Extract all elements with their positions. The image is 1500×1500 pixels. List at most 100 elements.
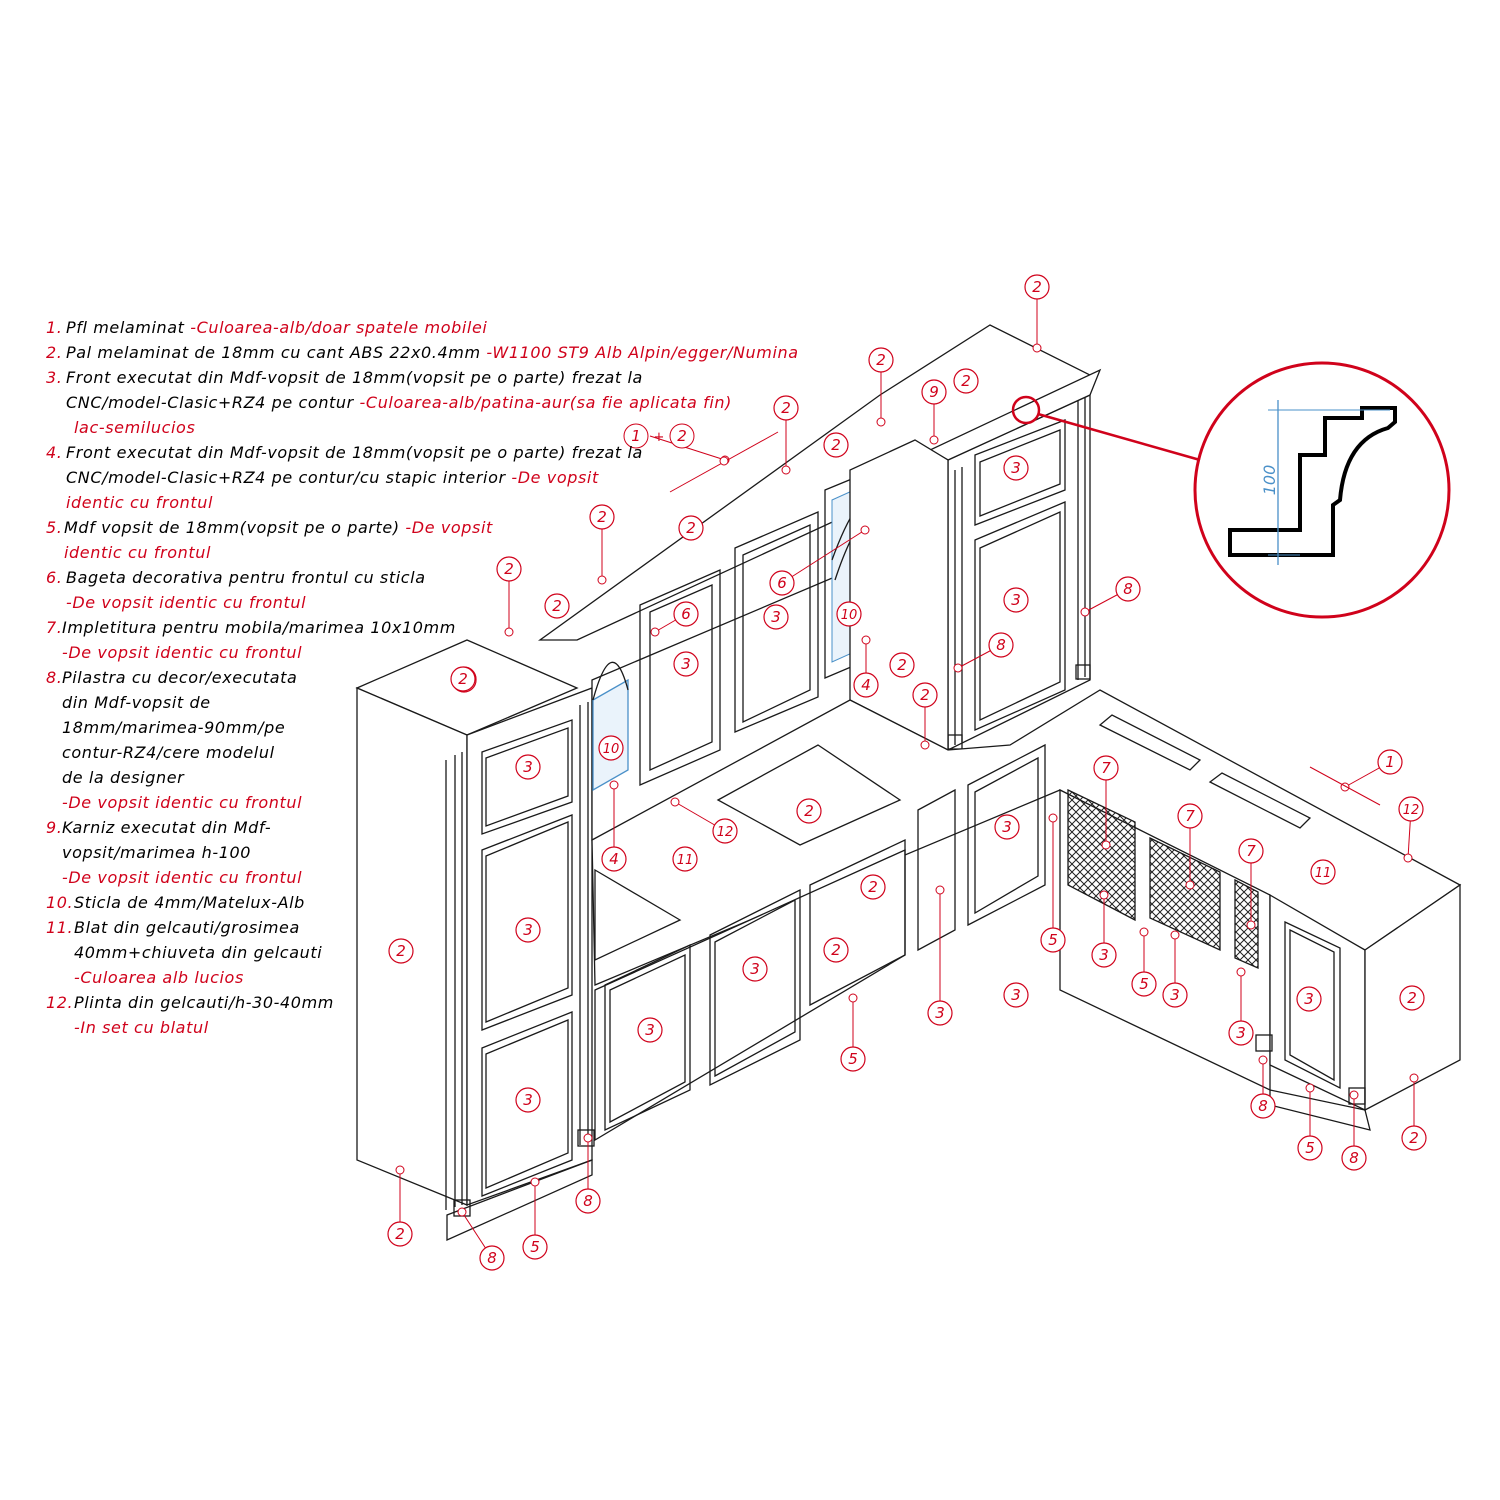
callout-anchor: [650, 627, 660, 637]
callout-bubble: [1131, 971, 1157, 997]
legend-text: Pilastra cu decor/executata: [62, 668, 298, 687]
legend-line: Sticla de 4mm/Matelux-Alb: [74, 893, 305, 912]
legend-line: -De vopsit identic cu frontul: [62, 793, 302, 812]
callout-bubble: [1398, 796, 1424, 822]
callout-number: 4: [861, 676, 871, 694]
callout-anchor: [597, 575, 607, 585]
callout-number: 5: [1305, 1139, 1315, 1157]
legend-number: 4.: [46, 443, 63, 462]
legend-text: Karniz executat din Mdf-: [62, 818, 272, 837]
callout-number: 8: [487, 1249, 497, 1267]
callout-bubble: [387, 1221, 413, 1247]
callout-number: 11: [1315, 866, 1332, 881]
callout-bubble: [522, 1234, 548, 1260]
callouts: 2292222222233333333661010882242222121142…: [387, 274, 1427, 1271]
callout-bubble: [823, 937, 849, 963]
legend-color-note: -Culoarea alb lucios: [74, 968, 244, 987]
callout-bubble: [515, 1087, 541, 1113]
callout-anchor: [719, 456, 729, 466]
callout-bubble: [1296, 986, 1322, 1012]
callout-bubble: [672, 846, 698, 872]
legend-line: identic cu frontul: [66, 493, 213, 512]
callout-number: 3: [771, 608, 781, 626]
legend-number: 5.: [46, 518, 63, 537]
callout-bubble: [953, 368, 979, 394]
callout-anchor: [1246, 920, 1256, 930]
legend-text: Pal melaminat de 18mm cu cant ABS 22x0.4…: [66, 343, 481, 362]
legend-line: Karniz executat din Mdf-: [62, 818, 271, 837]
legend-line: Blat din gelcauti/grosimea: [74, 918, 300, 937]
legend-text: contur-RZ4/cere modelul: [62, 743, 275, 762]
legend-line: 18mm/marimea-90mm/pe: [62, 718, 285, 737]
callout-number: 5: [530, 1238, 540, 1256]
legend-number: 10.: [46, 893, 74, 912]
callout-anchor: [1409, 1073, 1419, 1083]
callout-bubble: [712, 818, 738, 844]
callout-number: 2: [831, 941, 841, 959]
legend-line: Front executat din Mdf-vopsit de 18mm(vo…: [66, 368, 643, 387]
callout-bubble: [994, 814, 1020, 840]
callout-bubble: [840, 1046, 866, 1072]
legend-line: -De vopsit identic cu frontul: [66, 593, 306, 612]
callout-bubble: [575, 1188, 601, 1214]
callout-anchor: [848, 993, 858, 1003]
legend-line: Plinta din gelcauti/h-30-40mm: [74, 993, 334, 1012]
legend-text: Impletitura pentru mobila/marimea 10x10m…: [62, 618, 456, 637]
legend-line: 40mm+chiuveta din gelcauti: [74, 943, 322, 962]
callout-number: 2: [686, 519, 696, 537]
callout-bubble: [1177, 803, 1203, 829]
callout-bubble: [889, 652, 915, 678]
legend-line: CNC/model-Clasic+RZ4 pe contur/cu stapic…: [66, 468, 599, 487]
callout-bubble: [678, 515, 704, 541]
callout-anchor: [935, 885, 945, 895]
callout-bubble: [1228, 1020, 1254, 1046]
callout-number: 2: [876, 351, 886, 369]
legend-color-note: -W1100 ST9 Alb Alpin/egger/Numina: [480, 343, 799, 362]
callout-bubble: [598, 735, 624, 761]
callout-anchor: [1403, 853, 1413, 863]
legend-line: vopsit/marimea h-100: [62, 843, 251, 862]
callout-number: 1: [631, 427, 641, 445]
legend-text: Blat din gelcauti/grosimea: [74, 918, 300, 937]
callout-bubble: [673, 651, 699, 677]
callout-anchor: [1032, 343, 1042, 353]
legend-color-note: -De vopsit identic cu frontul: [66, 593, 307, 612]
callout-bubble: [388, 938, 414, 964]
callout-bubble: [1115, 576, 1141, 602]
legend-color-note: -In set cu blatul: [74, 1018, 209, 1037]
callout-number: 3: [1170, 986, 1180, 1004]
callout-number: 3: [645, 1021, 655, 1039]
callout-bubble: [601, 846, 627, 872]
legend-line: Mdf vopsit de 18mm(vopsit pe o parte) -D…: [64, 518, 493, 537]
callout-anchor: [1101, 840, 1111, 850]
legend-color-note: identic cu frontul: [64, 543, 212, 562]
callout-bubble: [769, 570, 795, 596]
callout-anchor: [860, 525, 870, 535]
callout-anchor: [670, 797, 680, 807]
legend-line: -De vopsit identic cu frontul: [62, 643, 302, 662]
callout-anchor: [1258, 1055, 1268, 1065]
legend-text: Plinta din gelcauti/h-30-40mm: [74, 993, 334, 1012]
callout-plus: +: [654, 430, 665, 445]
callout-number: 4: [609, 850, 619, 868]
callout-number: 2: [504, 560, 514, 578]
legend-color-note: -De vopsit identic cu frontul: [62, 868, 303, 887]
callout-number: 2: [597, 508, 607, 526]
detail-dimension: 100: [1260, 465, 1279, 496]
callout-anchor: [1080, 607, 1090, 617]
legend-text: CNC/model-Clasic+RZ4 pe contur: [66, 393, 354, 412]
callout-bubble: [1401, 1125, 1427, 1151]
callout-bubble: [853, 672, 879, 698]
legend-color-note: lac-semilucios: [74, 418, 196, 437]
callout-bubble: [921, 379, 947, 405]
callout-bubble: [1250, 1093, 1276, 1119]
callout-bubble: [1003, 455, 1029, 481]
callout-bubble: [1162, 982, 1188, 1008]
legend-number: 1.: [46, 318, 63, 337]
callout-bubble: [763, 604, 789, 630]
legend-line: Bageta decorativa pentru frontul cu stic…: [66, 568, 426, 587]
callout-number: 7: [1246, 842, 1256, 860]
legend-number: 11.: [46, 918, 74, 937]
callout-bubble: [823, 432, 849, 458]
callout-anchor: [920, 740, 930, 750]
